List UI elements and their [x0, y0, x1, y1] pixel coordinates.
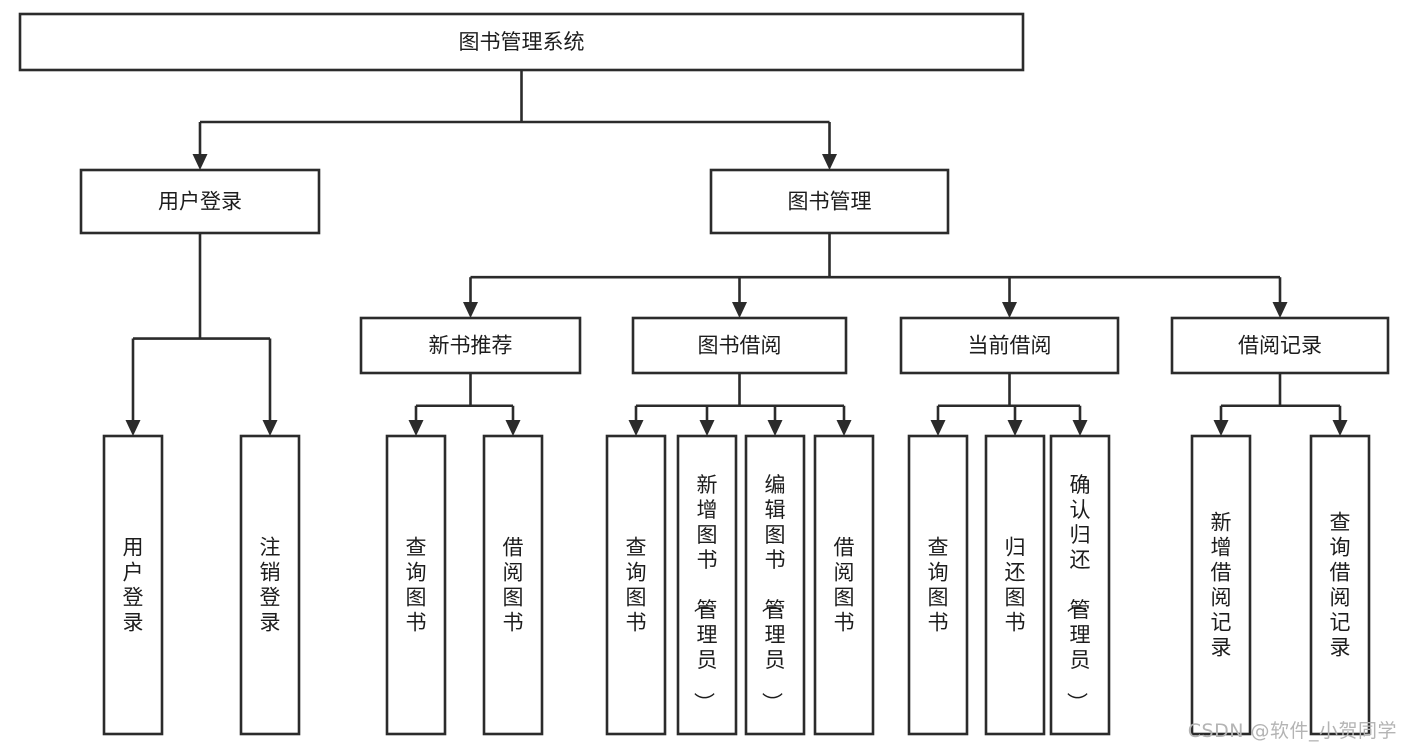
arrow-head-icon-leaf-query-book-borrow: [628, 420, 644, 436]
node-box-new-book-recommend: [359, 316, 582, 375]
node-label-leaf-borrow-book: 借阅图书: [834, 536, 855, 635]
edge-group-from-book-borrow: [628, 373, 852, 436]
edge-group-from-new-book-recommend: [408, 373, 521, 436]
edge-group-from-borrow-record: [1213, 373, 1348, 436]
node-label-borrow-record: 借阅记录: [1238, 334, 1322, 358]
node-book-borrow[interactable]: 图书借阅: [631, 316, 848, 375]
node-label-leaf-user-logout: 注销登录: [260, 536, 281, 635]
node-leaf-confirm-return[interactable]: 确认归还（管理员）: [1049, 434, 1111, 736]
node-box-leaf-user-logout: [239, 434, 301, 736]
node-box-leaf-user-login: [102, 434, 164, 736]
node-root[interactable]: 图书管理系统: [18, 12, 1025, 72]
arrow-head-icon-leaf-borrow-book: [836, 420, 852, 436]
node-label-leaf-query-book-rec: 查询图书: [406, 536, 427, 635]
node-label-leaf-query-borrow-record: 查询借阅记录: [1330, 511, 1351, 660]
arrow-head-icon-leaf-user-login: [125, 420, 141, 436]
arrow-head-icon-book-borrow: [732, 302, 747, 318]
node-box-leaf-query-book-borrow: [605, 434, 667, 736]
arrow-head-icon-leaf-return-book: [1007, 420, 1023, 436]
node-leaf-query-book-rec[interactable]: 查询图书: [385, 434, 447, 736]
node-box-root: [18, 12, 1025, 72]
edge-group-from-book-manage: [463, 233, 1288, 318]
edge-group-from-current-borrow: [930, 373, 1088, 436]
arrow-head-icon-leaf-borrow-book-rec: [505, 420, 521, 436]
node-label-book-manage: 图书管理: [788, 190, 872, 214]
arrow-head-icon-leaf-confirm-return: [1072, 420, 1088, 436]
node-leaf-edit-book[interactable]: 编辑图书（管理员）: [744, 434, 806, 736]
node-label-leaf-borrow-book-rec: 借阅图书: [503, 536, 524, 635]
node-leaf-user-login[interactable]: 用户登录: [102, 434, 164, 736]
node-label-book-borrow: 图书借阅: [698, 334, 782, 358]
node-leaf-borrow-book[interactable]: 借阅图书: [813, 434, 875, 736]
node-box-current-borrow: [899, 316, 1120, 375]
node-label-current-borrow: 当前借阅: [968, 334, 1052, 358]
node-label-leaf-return-book: 归还图书: [1005, 536, 1026, 635]
arrow-head-icon-leaf-edit-book: [767, 420, 783, 436]
node-label-leaf-add-borrow-record: 新增借阅记录: [1211, 511, 1232, 660]
node-label-leaf-user-login: 用户登录: [123, 536, 144, 635]
arrow-head-icon-leaf-query-borrow-record: [1332, 420, 1348, 436]
arrow-head-icon-leaf-add-borrow-record: [1213, 420, 1229, 436]
csdn-watermark: CSDN @软件_小贺同学: [1187, 720, 1397, 742]
node-box-leaf-query-borrow-record: [1309, 434, 1371, 736]
node-label-leaf-edit-book: 编辑图书（管理员）: [760, 473, 786, 713]
arrow-head-icon-new-book-recommend: [463, 302, 478, 318]
connectors-layer: [125, 70, 1348, 436]
arrow-head-icon-leaf-user-logout: [262, 420, 278, 436]
node-box-leaf-query-book-cur: [907, 434, 969, 736]
nodes-layer: 图书管理系统用户登录图书管理新书推荐图书借阅当前借阅借阅记录用户登录注销登录查询…: [18, 12, 1390, 736]
node-box-leaf-add-book: [676, 434, 738, 736]
node-leaf-add-book[interactable]: 新增图书（管理员）: [676, 434, 738, 736]
node-box-leaf-borrow-book-rec: [482, 434, 544, 736]
node-borrow-record[interactable]: 借阅记录: [1170, 316, 1390, 375]
arrow-head-icon-leaf-add-book: [699, 420, 715, 436]
node-label-leaf-query-book-cur: 查询图书: [928, 536, 949, 635]
node-leaf-query-book-borrow[interactable]: 查询图书: [605, 434, 667, 736]
node-label-leaf-add-book: 新增图书（管理员）: [692, 473, 718, 713]
node-leaf-query-book-cur[interactable]: 查询图书: [907, 434, 969, 736]
node-label-new-book-recommend: 新书推荐: [429, 334, 513, 358]
node-leaf-add-borrow-record[interactable]: 新增借阅记录: [1190, 434, 1252, 736]
node-box-user-login: [79, 168, 321, 235]
node-book-manage[interactable]: 图书管理: [709, 168, 950, 235]
node-label-leaf-confirm-return: 确认归还（管理员）: [1065, 473, 1091, 713]
node-box-leaf-borrow-book: [813, 434, 875, 736]
node-box-leaf-return-book: [984, 434, 1046, 736]
node-box-book-manage: [709, 168, 950, 235]
node-box-borrow-record: [1170, 316, 1390, 375]
node-box-leaf-edit-book: [744, 434, 806, 736]
node-user-login[interactable]: 用户登录: [79, 168, 321, 235]
arrow-head-icon-leaf-query-book-rec: [408, 420, 424, 436]
arrow-head-icon-user-login: [192, 154, 208, 170]
node-leaf-borrow-book-rec[interactable]: 借阅图书: [482, 434, 544, 736]
arrow-head-icon-borrow-record: [1272, 302, 1288, 318]
node-new-book-recommend[interactable]: 新书推荐: [359, 316, 582, 375]
arrow-head-icon-book-manage: [822, 154, 837, 170]
node-box-book-borrow: [631, 316, 848, 375]
arrow-head-icon-current-borrow: [1002, 302, 1017, 318]
node-box-leaf-query-book-rec: [385, 434, 447, 736]
node-box-leaf-add-borrow-record: [1190, 434, 1252, 736]
node-current-borrow[interactable]: 当前借阅: [899, 316, 1120, 375]
node-label-leaf-query-book-borrow: 查询图书: [626, 536, 647, 635]
edge-group-from-root: [192, 70, 837, 170]
node-leaf-return-book[interactable]: 归还图书: [984, 434, 1046, 736]
node-leaf-query-borrow-record[interactable]: 查询借阅记录: [1309, 434, 1371, 736]
edge-group-from-user-login: [125, 233, 278, 436]
node-label-user-login: 用户登录: [158, 190, 242, 214]
node-box-leaf-confirm-return: [1049, 434, 1111, 736]
node-label-root: 图书管理系统: [459, 30, 585, 54]
node-leaf-user-logout[interactable]: 注销登录: [239, 434, 301, 736]
arrow-head-icon-leaf-query-book-cur: [930, 420, 946, 436]
